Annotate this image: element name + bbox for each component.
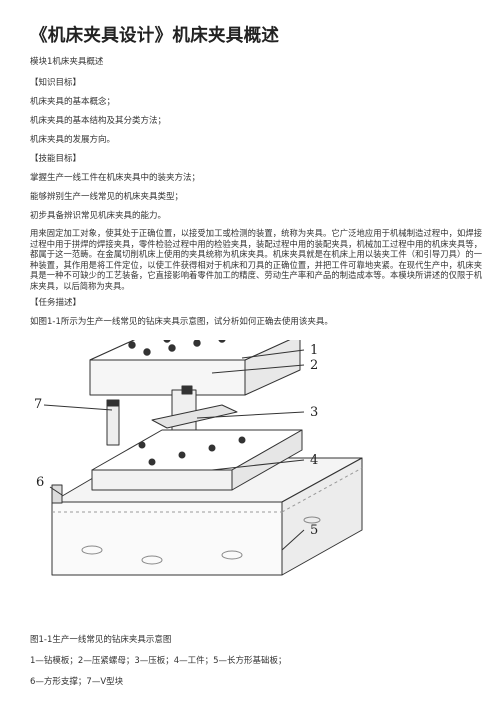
skill-item: 初步具备辨识常见机床夹具的能力。: [30, 211, 167, 221]
knowledge-goals-heading: 【知识目标】: [30, 78, 82, 88]
v-block-part: [106, 399, 120, 446]
intro-paragraph: 用来固定加工对象，使其处于正确位置，以接受加工或检测的装置，统称为夹具。它广泛地…: [30, 228, 482, 291]
callout-1: 1: [310, 343, 318, 358]
figure-caption: 图1-1生产一线常见的钻床夹具示意图: [30, 635, 172, 645]
figure-legend: 6—方形支撑；7—V型块: [30, 677, 124, 687]
leader-line: [211, 459, 305, 471]
knowledge-item: 机床夹具的发展方向。: [30, 135, 116, 145]
callout-2: 2: [310, 358, 318, 373]
skill-item: 掌握生产一线工件在机床夹具中的装夹方法；: [30, 173, 201, 183]
task-heading: 【任务描述】: [30, 298, 82, 308]
leader-line: [196, 411, 305, 419]
leader-line: [241, 349, 305, 359]
task-description: 如图1-1所示为生产一线常见的钻床夹具示意图，试分析如何正确去使用该夹具。: [30, 317, 333, 327]
workpiece-part: [91, 429, 303, 491]
callout-3: 3: [310, 405, 318, 420]
square-support-part: [51, 484, 63, 504]
knowledge-item: 机床夹具的基本概念；: [30, 97, 116, 107]
callout-5: 5: [310, 523, 318, 538]
skill-item: 能够辨别生产一线常见的机床夹具类型；: [30, 192, 184, 202]
leader-line: [49, 486, 63, 496]
callout-7: 7: [34, 397, 42, 412]
knowledge-item: 机床夹具的基本结构及其分类方法；: [30, 116, 167, 126]
drill-jig-drawing: 1 2 3 4 5 6 7: [34, 340, 363, 576]
leader-line: [43, 404, 113, 411]
leader-line: [211, 364, 305, 374]
skill-goals-heading: 【技能目标】: [30, 154, 82, 164]
leader-line: [281, 529, 305, 551]
callout-6: 6: [36, 475, 44, 490]
clamp-assembly-part: [151, 385, 238, 431]
module-heading: 模块1机床夹具概述: [30, 57, 104, 67]
drill-plate-part: [89, 340, 301, 396]
drill-jig-figure: 1 2 3 4 5 6 7: [32, 340, 472, 630]
page-title: 《机床夹具设计》机床夹具概述: [30, 26, 280, 46]
figure-legend: 1—钻模板；2—压紧螺母；3—压板；4—工件；5—长方形基础板；: [30, 656, 287, 666]
callout-4: 4: [310, 453, 318, 468]
